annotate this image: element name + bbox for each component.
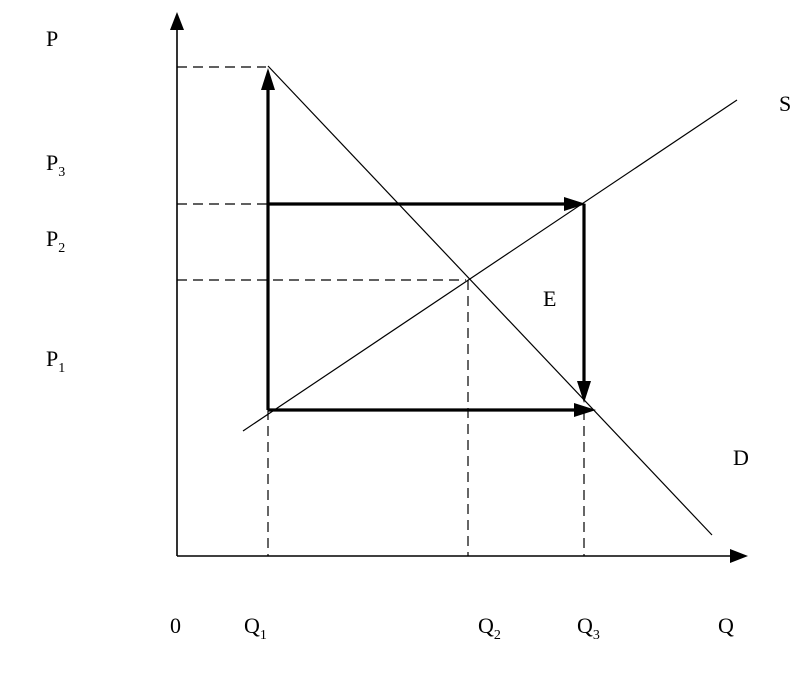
demand-curve [267,65,713,536]
y-axis-arrowhead [170,12,184,30]
arrow-right-bottom-head [574,403,596,417]
x-axis-arrowhead [730,549,748,563]
origin-label: 0 [170,613,181,638]
quantity-label-q2: Q2 [478,613,501,643]
arrow-down-head [577,381,591,403]
cobweb-path [261,68,596,417]
equilibrium-label: E [543,286,556,311]
axes [170,12,748,563]
price-label-p1: P1 [46,346,65,376]
y-axis-label: P [46,26,58,51]
quantity-label-q1: Q1 [244,613,267,643]
price-label-p2: P2 [46,226,65,256]
demand-label: D [733,445,749,470]
supply-label: S [779,91,791,116]
arrow-right-top-head [564,197,586,211]
guide-lines [177,66,585,556]
price-label-p3: P3 [46,150,65,180]
quantity-label-q3: Q3 [577,613,600,643]
supply-curve [242,99,738,432]
x-axis-label: Q [718,613,734,638]
arrow-up-head [261,68,275,90]
